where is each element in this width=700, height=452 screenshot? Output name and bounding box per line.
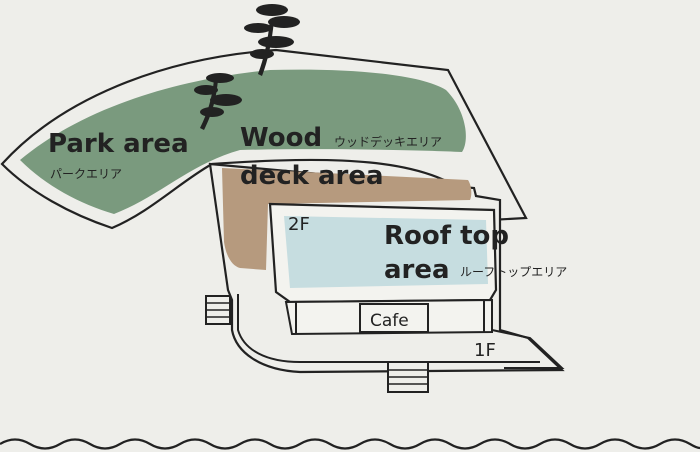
roof-top-zone — [284, 216, 488, 288]
park-area-zone — [20, 69, 466, 214]
roof-top-title-line1: Roof top — [384, 221, 509, 251]
wood-deck-title-line2: deck area — [240, 161, 384, 191]
roof-top-subtitle: ルーフトップエリア — [460, 265, 567, 279]
wood-deck-subtitle: ウッドデッキエリア — [334, 134, 442, 149]
cafe-label: Cafe — [370, 311, 409, 331]
wood-deck-zone — [222, 168, 472, 270]
wood-deck-title-line1: Wood — [240, 123, 322, 153]
park-area-title: Park area — [48, 129, 189, 159]
floor-1f-label: 1F — [474, 340, 496, 361]
plaza-inner-line — [237, 294, 540, 363]
cafe-box[interactable] — [359, 303, 429, 333]
bottom-stairs-icon — [387, 361, 429, 393]
floor-2f-label: 2F — [288, 214, 310, 235]
park-area-subtitle: パークエリア — [50, 167, 122, 181]
right-walkway — [491, 329, 565, 369]
left-stairs-icon — [205, 295, 231, 325]
water-wave-icon — [0, 438, 700, 450]
pine-tree-icon — [194, 4, 300, 130]
roof-top-title-line2: area — [384, 255, 450, 285]
